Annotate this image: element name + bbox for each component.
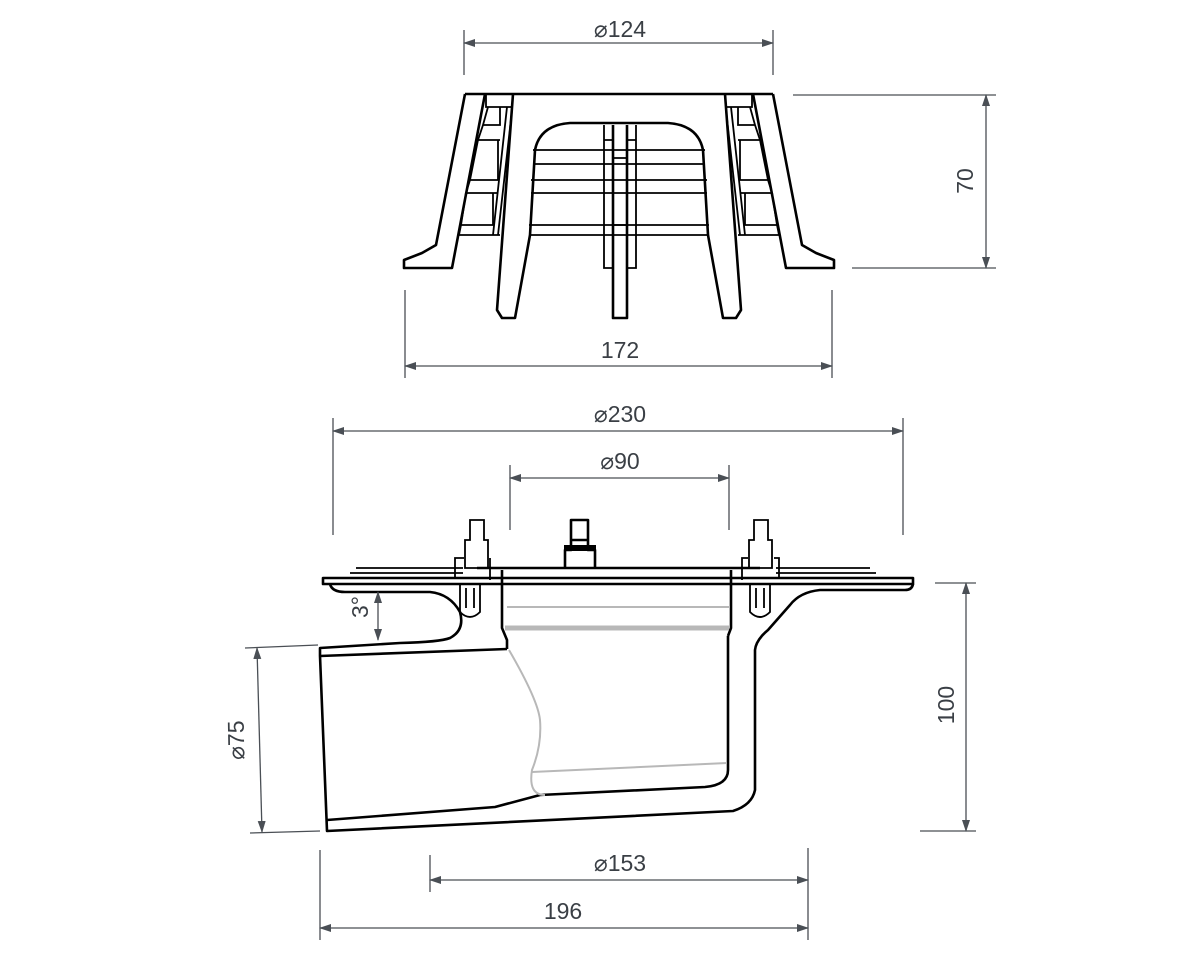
dimension-grate-base-width: 172: [404, 290, 833, 378]
drain-body-drawing: [318, 518, 915, 833]
dimension-label: ⌀90: [600, 448, 639, 474]
dimension-length: 196: [319, 850, 809, 940]
dimension-top-diameter: ⌀124: [463, 16, 774, 75]
dimension-flange-diameter: ⌀230: [332, 401, 904, 535]
dimension-slope: 3°: [347, 591, 382, 641]
dimension-label: 172: [601, 337, 639, 363]
grate-drawing: [402, 92, 836, 320]
dimension-label: 3°: [347, 596, 373, 618]
dimension-label: 70: [952, 168, 978, 194]
dimension-inlet-diameter: ⌀90: [509, 448, 730, 530]
dimension-label: ⌀124: [594, 16, 646, 42]
dimension-body-height: 100: [920, 582, 976, 832]
center-bolt: [563, 518, 597, 567]
dimension-label: ⌀153: [594, 850, 646, 876]
dimension-grate-height: 70: [793, 94, 996, 269]
dimension-label: ⌀230: [594, 401, 646, 427]
dimension-outlet-diameter: ⌀75: [223, 644, 321, 834]
dimension-body-diameter: ⌀153: [429, 848, 809, 940]
left-bolt: [454, 519, 491, 618]
dimension-label: 100: [933, 686, 959, 724]
dimension-label: 196: [544, 898, 582, 924]
right-bolt: [741, 519, 780, 618]
dimension-label: ⌀75: [223, 720, 250, 760]
